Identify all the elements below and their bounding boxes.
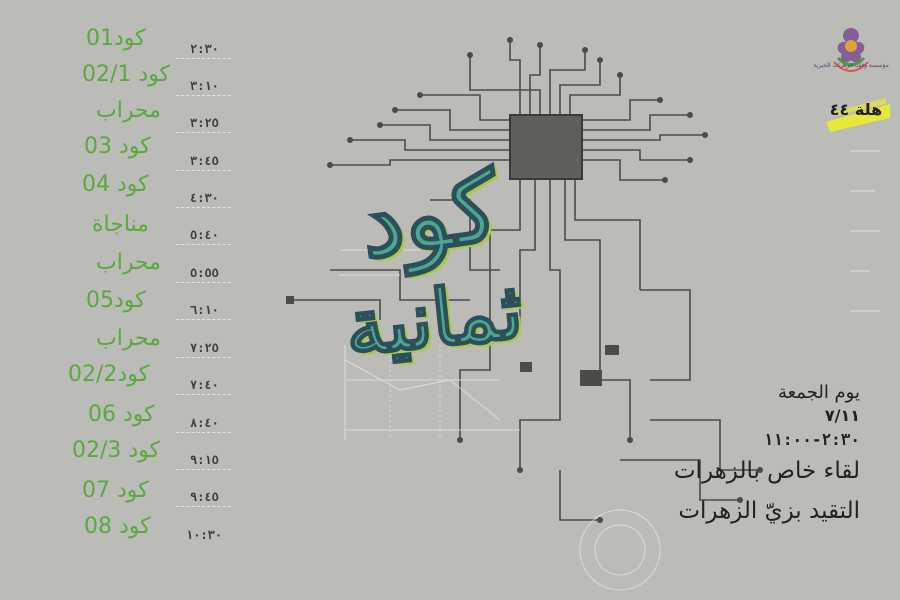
schedule-separator: [176, 170, 231, 171]
schedule-time: ٢:٣٠: [190, 42, 219, 56]
schedule-label: كود02/2: [68, 362, 150, 387]
schedule-time: ٧:٤٠: [190, 378, 219, 392]
schedule-label: كود 02/3: [72, 438, 161, 463]
schedule-label: كود 02/1: [82, 62, 171, 87]
schedule-separator: [176, 357, 231, 358]
schedule-separator: [176, 394, 231, 395]
schedule-separator: [176, 58, 231, 59]
schedule-label: كود 08: [84, 514, 151, 539]
schedule-label: كود01: [86, 26, 146, 51]
event-line-1: لقاء خاص بالزهرات: [673, 458, 860, 484]
title-line-1: كود: [352, 148, 506, 281]
schedule-label: كود 07: [82, 478, 149, 503]
schedule-separator: [176, 319, 231, 320]
schedule-time: ٥:٥٥: [190, 266, 219, 280]
schedule-label: كود 06: [88, 402, 155, 427]
schedule-time: ٥:٤٠: [190, 228, 219, 242]
schedule-label: كود 03: [84, 134, 151, 159]
schedule-label: كود05: [86, 288, 146, 313]
schedule-separator: [176, 207, 231, 208]
title-line-2: ثمانية: [340, 264, 528, 375]
schedule-label: محراب: [96, 98, 161, 123]
org-logo-icon: [833, 28, 869, 72]
schedule-separator: [176, 506, 231, 507]
schedule-separator: [176, 132, 231, 133]
schedule-time: ٩:٤٥: [190, 490, 219, 504]
schedule-time: ٦:١٠: [190, 303, 219, 317]
schedule-time: ٣:١٠: [190, 79, 219, 93]
schedule-time: ٣:٢٥: [190, 116, 219, 130]
badge-highlight-icon: [826, 98, 890, 132]
schedule-label: محراب: [96, 326, 161, 351]
badge-label: هلة ٤٤: [829, 100, 883, 119]
event-date: ٧/١١: [824, 406, 860, 425]
schedule-separator: [176, 432, 231, 433]
schedule-label: كود 04: [82, 172, 149, 197]
schedule-time: ١٠:٣٠: [186, 528, 223, 542]
schedule-time: ٣:٤٥: [190, 154, 219, 168]
org-name: مؤسسة وقف الزهرات الخيرية: [813, 62, 889, 69]
schedule-time: ٧:٢٥: [190, 341, 219, 355]
schedule-label: محراب: [96, 250, 161, 275]
schedule-separator: [176, 469, 231, 470]
schedule-separator: [176, 244, 231, 245]
event-day: يوم الجمعة: [777, 382, 860, 403]
schedule-time: ٨:٤٠: [190, 416, 219, 430]
schedule-time: ٤:٣٠: [190, 191, 219, 205]
schedule-time: ٩:١٥: [190, 453, 219, 467]
schedule-separator: [176, 95, 231, 96]
schedule-separator: [176, 282, 231, 283]
event-line-2: التقيد بزيّ الزهرات: [678, 498, 860, 524]
event-time: ٢:٣٠-١١:٠٠: [763, 430, 860, 449]
schedule-label: مناجاة: [92, 212, 149, 237]
